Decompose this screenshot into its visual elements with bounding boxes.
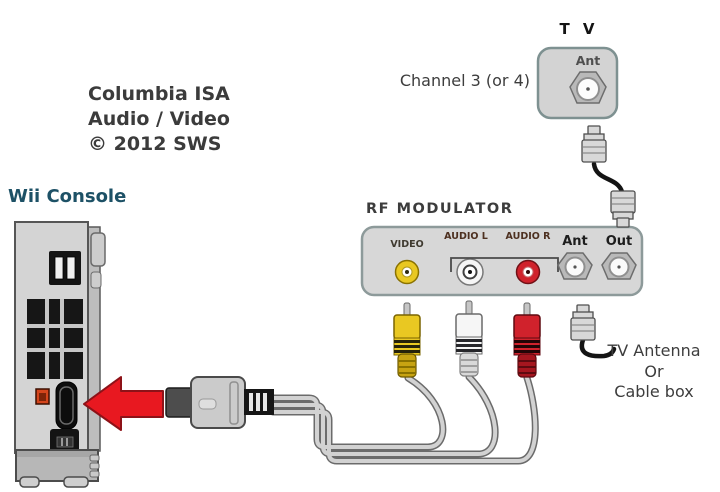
credit-line-3: © 2012 SWS bbox=[88, 133, 222, 155]
stand-foot bbox=[19, 476, 40, 488]
audio-l-jack-label: AUDIO L bbox=[444, 231, 488, 242]
av-multi-out-port bbox=[55, 381, 78, 430]
out-jack-label: Out bbox=[605, 234, 633, 249]
dc-power-port bbox=[35, 388, 50, 405]
video-jack bbox=[394, 259, 420, 285]
wii-console-illustration bbox=[14, 221, 106, 488]
antenna-caption-line-3: Cable box bbox=[614, 382, 694, 401]
tv-ant-jack bbox=[569, 71, 607, 104]
antenna-plug bbox=[570, 304, 596, 341]
wii-av-plug bbox=[165, 376, 274, 429]
coax-cable bbox=[581, 125, 636, 228]
strain-relief bbox=[244, 389, 274, 415]
coax-plug-bottom bbox=[610, 190, 636, 228]
coax-plug-top bbox=[581, 125, 607, 163]
audio-r-cable bbox=[271, 376, 538, 463]
rf-modulator-title: RF MODULATOR bbox=[366, 201, 514, 217]
antenna-pigtail bbox=[570, 304, 617, 359]
av-cables bbox=[269, 373, 539, 465]
red-arrow bbox=[83, 376, 164, 431]
plug-tip bbox=[165, 387, 194, 418]
ant-jack-label: Ant bbox=[562, 234, 588, 249]
console-latch-tab bbox=[90, 232, 106, 267]
antenna-caption: TV Antenna Or Cable box bbox=[597, 341, 711, 403]
ant-jack bbox=[557, 252, 593, 280]
console-stand bbox=[15, 449, 100, 488]
console-notch bbox=[90, 271, 102, 289]
usb-ports bbox=[49, 251, 81, 285]
credit-line-2: Audio / Video bbox=[88, 108, 230, 130]
vent-grid bbox=[27, 299, 83, 379]
audio-r-jack-label: AUDIO R bbox=[505, 231, 551, 242]
video-jack-label: VIDEO bbox=[390, 239, 424, 250]
rca-plug-white bbox=[455, 300, 483, 377]
rca-plug-red bbox=[513, 302, 541, 378]
tv-title: T V bbox=[559, 20, 599, 38]
rca-plug-yellow bbox=[393, 302, 421, 378]
antenna-caption-line-1: TV Antenna bbox=[607, 341, 701, 360]
audio-r-jack bbox=[515, 259, 541, 285]
audio-l-cable bbox=[271, 375, 498, 456]
stand-foot bbox=[63, 476, 89, 488]
video-cable bbox=[271, 376, 445, 449]
tv-ant-label: Ant bbox=[575, 53, 601, 68]
out-jack bbox=[601, 252, 637, 280]
antenna-caption-line-2: Or bbox=[644, 361, 664, 381]
audio-l-jack bbox=[456, 258, 484, 286]
channel-note: Channel 3 (or 4) bbox=[399, 71, 530, 90]
credit-line-1: Columbia ISA bbox=[88, 83, 230, 105]
bottom-port bbox=[50, 429, 79, 453]
wii-console-label: Wii Console bbox=[8, 186, 127, 207]
credit-block: Columbia ISA Audio / Video © 2012 SWS bbox=[88, 82, 230, 157]
